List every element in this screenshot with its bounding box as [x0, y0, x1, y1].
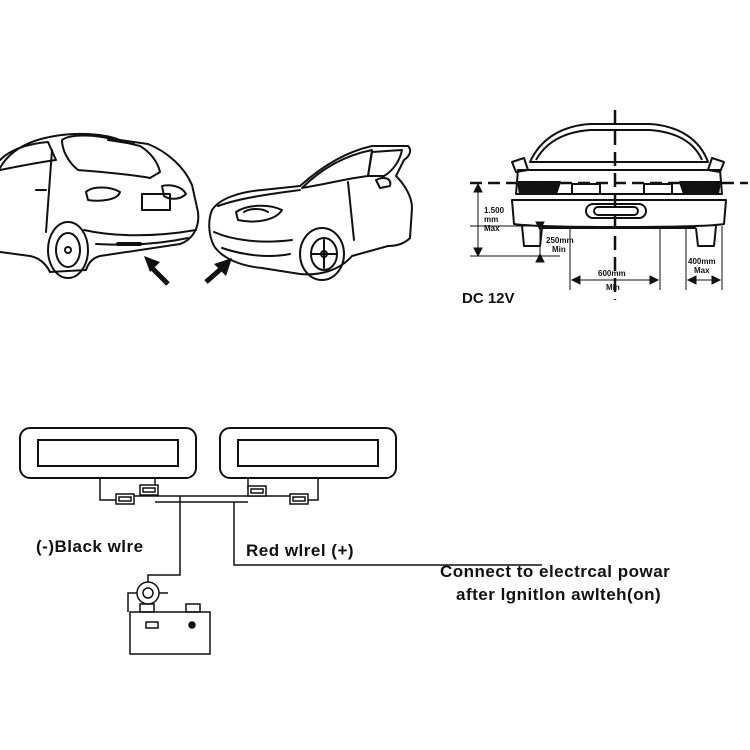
ground-label-line2: Min — [552, 245, 566, 254]
connect-instruction-line1: Connect to electrcal powar — [440, 562, 670, 581]
spacing-label-line2: Min — [606, 283, 620, 292]
spacing-label-line1: 600mm — [598, 269, 626, 278]
wire-connectors — [115, 484, 309, 505]
connect-instruction-line2: after lgnitlon awlteh(on) — [456, 585, 661, 604]
fuse-holder — [127, 581, 168, 612]
right-lamp-unit — [219, 427, 397, 479]
dimension-reference-lines — [470, 110, 748, 300]
ground-label-line1: 250mm — [546, 236, 574, 245]
power-label: DC 12V — [462, 290, 515, 307]
height-label-line3: Max — [484, 224, 500, 233]
spacing-min-arrow — [570, 275, 660, 285]
red-wire-label: Red wlrel (+) — [246, 541, 354, 560]
coupe-car-illustration — [208, 145, 413, 281]
height-label-line2: mm — [484, 215, 498, 224]
edge-max-arrow — [686, 275, 722, 285]
height-max-arrow — [473, 182, 483, 258]
ground-min-arrow — [535, 221, 545, 263]
arrow-front-bumper — [204, 258, 232, 284]
left-lamp-unit — [19, 427, 197, 479]
arrow-rear-bumper — [144, 256, 170, 286]
edge-label-line2: Max — [694, 266, 710, 275]
black-wire-label: (-)Black wlre — [36, 537, 144, 556]
front-view-car-outline — [511, 123, 727, 247]
edge-label-line1: 400mm — [688, 257, 716, 266]
wiring-harness — [99, 478, 542, 582]
height-label-line1: 1.500 — [484, 206, 505, 215]
hatchback-car-illustration — [0, 132, 200, 279]
battery — [129, 603, 211, 655]
